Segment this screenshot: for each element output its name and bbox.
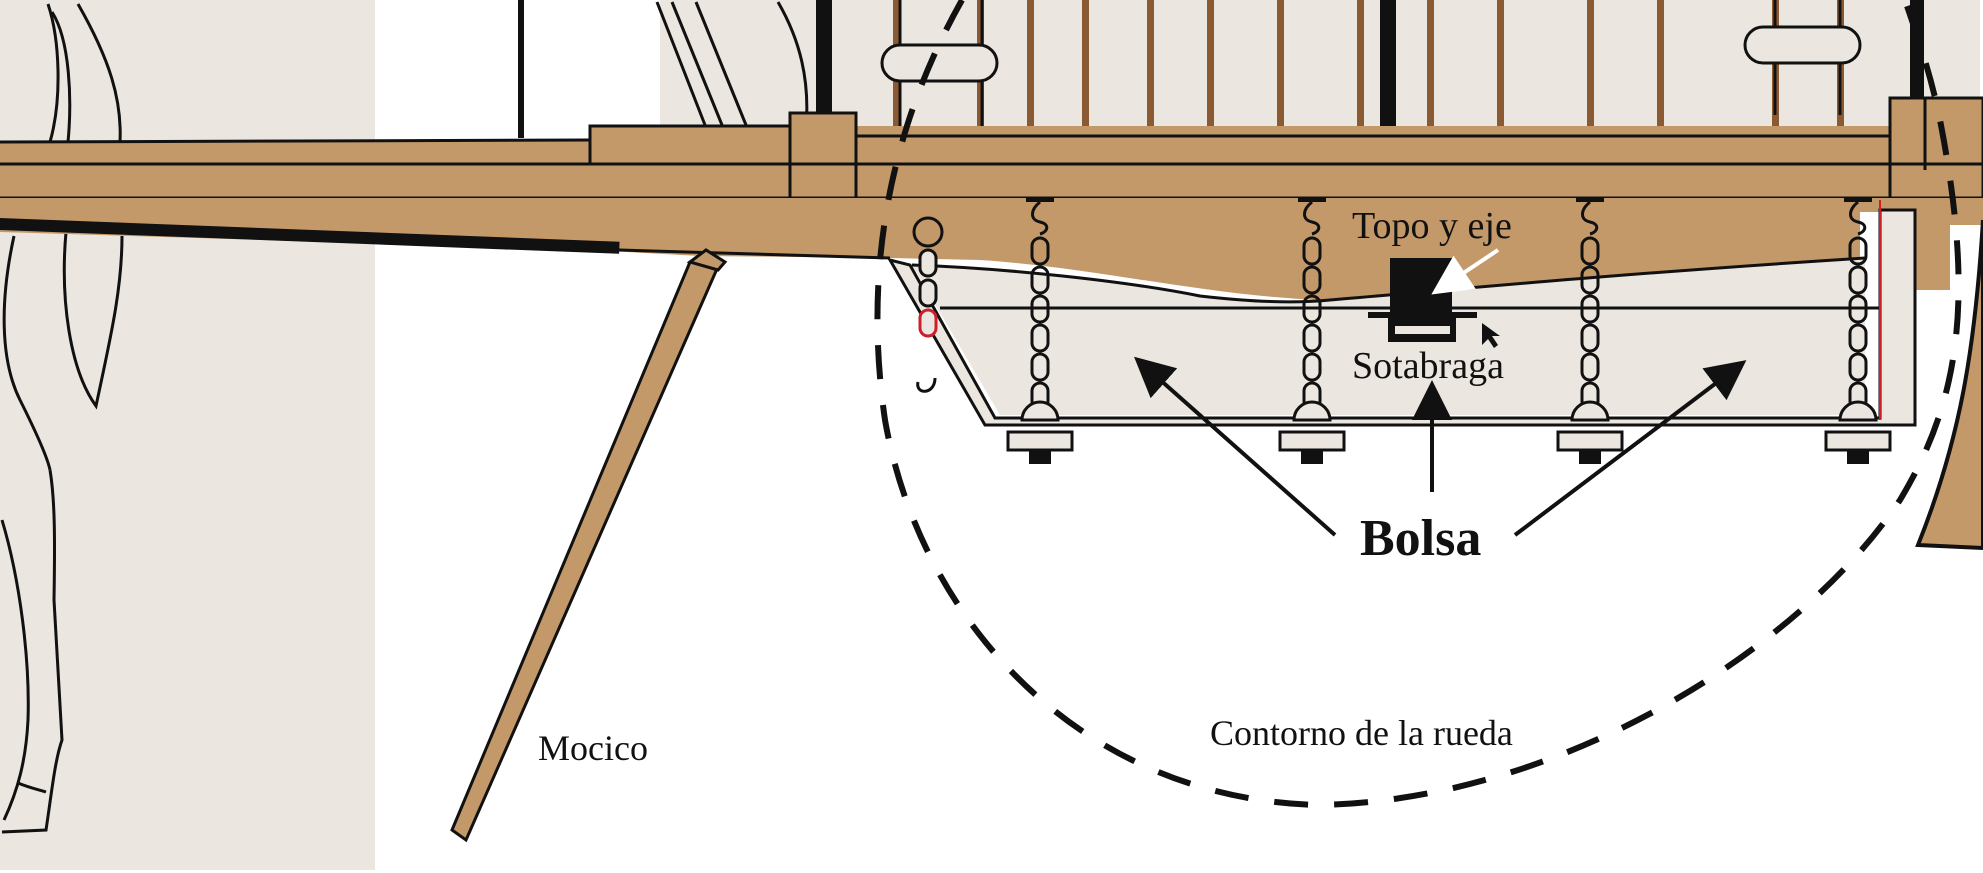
- bracket-bolt: [1301, 450, 1323, 464]
- mocico-stick: [450, 248, 728, 843]
- chain-link: [1580, 236, 1600, 266]
- rail-slat: [1497, 0, 1504, 136]
- bracket-plate: [1006, 430, 1074, 452]
- rail-slat: [1147, 0, 1154, 136]
- handle-left: [880, 43, 999, 83]
- rail-slat: [1207, 0, 1214, 136]
- label-sotabraga: Sotabraga: [1352, 345, 1504, 387]
- bracket-plate: [1824, 430, 1892, 452]
- chain-link: [1302, 352, 1322, 382]
- topo-eje-block: [1390, 258, 1452, 326]
- chains: [1020, 198, 1878, 422]
- chain-link: [1030, 323, 1050, 353]
- chain-hook: [1031, 200, 1049, 236]
- chain-link: [1580, 352, 1600, 382]
- chain-anchor: [1292, 400, 1332, 422]
- bracket-bolt: [1029, 450, 1051, 464]
- chain-link: [1030, 265, 1050, 295]
- chain-link: [1302, 323, 1322, 353]
- chain-anchor: [1020, 400, 1060, 422]
- sotabraga-bracket: [1368, 312, 1477, 342]
- chain-link: [1030, 352, 1050, 382]
- rail-slat: [1027, 0, 1034, 136]
- chain-hook: [1849, 200, 1867, 236]
- rail-slat: [1587, 0, 1594, 136]
- lower-beam: [0, 198, 1983, 300]
- front-rod: [518, 0, 524, 138]
- wheel-outline-dashed: [874, 0, 1962, 809]
- bracket-plate: [1556, 430, 1624, 452]
- chain-link: [1030, 236, 1050, 266]
- chain-link: [1848, 294, 1868, 324]
- chain-link: [1848, 236, 1868, 266]
- chain-link: [1848, 265, 1868, 295]
- rail-slat: [1082, 0, 1089, 136]
- chain-link: [1580, 323, 1600, 353]
- wheel-fragment: [1915, 219, 1983, 551]
- rail-slat: [1427, 0, 1434, 136]
- chain-link: [1302, 236, 1322, 266]
- cursor-icon: [1482, 323, 1500, 348]
- label-topo-y-eje: Topo y eje: [1352, 205, 1512, 247]
- black-brake-strip: [0, 218, 620, 254]
- animal-leg-outline: [0, 3, 124, 834]
- bracket-bolt: [1847, 450, 1869, 464]
- handle-right: [1743, 25, 1862, 65]
- chain-link: [1302, 294, 1322, 324]
- bracket-bolt: [1579, 450, 1601, 464]
- chain-anchor: [1838, 400, 1878, 422]
- ring-chain: [912, 216, 944, 393]
- cart-body-bg: [660, 0, 1980, 130]
- label-contorno-rueda: Contorno de la rueda: [1210, 713, 1513, 753]
- bracket-plate: [1278, 430, 1346, 452]
- post-2: [1380, 0, 1396, 160]
- label-bolsa: Bolsa: [1360, 510, 1481, 567]
- label-mocico: Mocico: [538, 728, 648, 768]
- chain-link: [1848, 352, 1868, 382]
- chain-link: [1030, 294, 1050, 324]
- chain-link: [1848, 323, 1868, 353]
- arrow-bolsa-right: [1513, 360, 1747, 537]
- rail-slat: [1277, 0, 1284, 136]
- arrow-bolsa-left: [1134, 356, 1337, 537]
- post-1: [816, 0, 832, 112]
- rail-slat: [1357, 0, 1364, 136]
- rail-slat: [1657, 0, 1664, 136]
- chain-link: [1580, 265, 1600, 295]
- chain-anchor: [1570, 400, 1610, 422]
- chain-hook: [1303, 200, 1321, 236]
- chain-link: [1580, 294, 1600, 324]
- arrow-topo-eje: [1431, 248, 1500, 295]
- chain-hook: [1581, 200, 1599, 236]
- animal-panel-bg: [0, 0, 375, 870]
- bag-brackets: [1006, 430, 1892, 464]
- chain-link: [1302, 265, 1322, 295]
